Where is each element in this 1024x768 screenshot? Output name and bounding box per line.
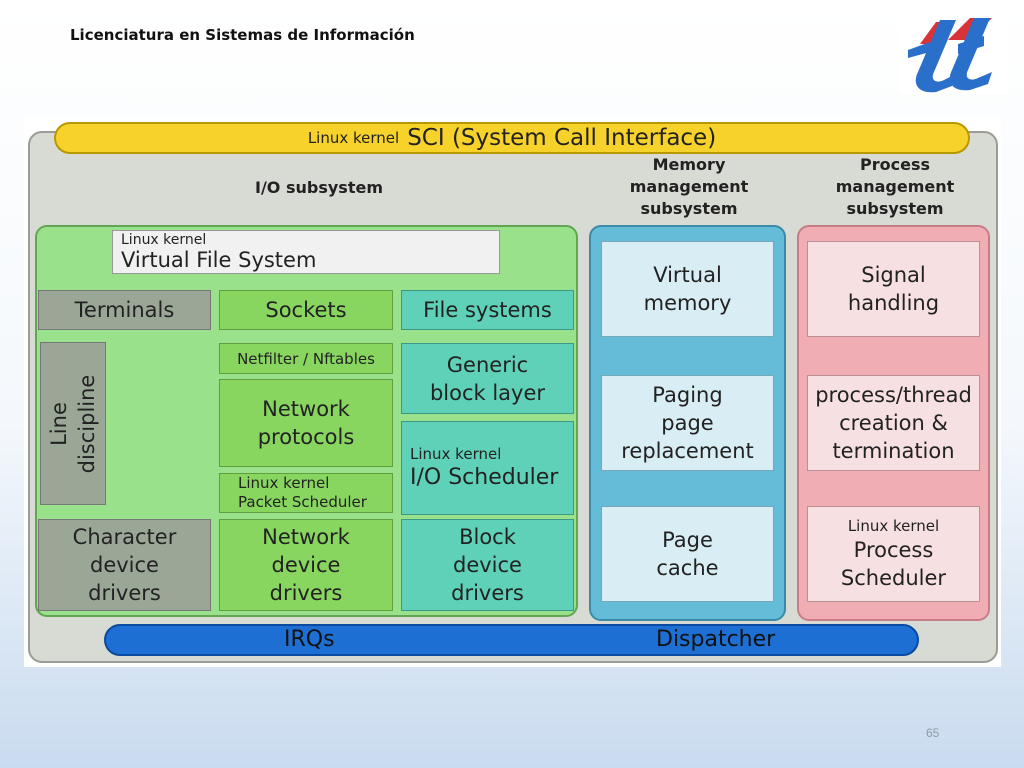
thread-creation-line: process/thread (815, 383, 972, 407)
block-drivers-box: Block device drivers (401, 519, 574, 611)
network-protocols-box: Network protocols (219, 379, 393, 467)
sockets-box: Sockets (219, 290, 393, 330)
irq-dispatcher-bar: IRQs Dispatcher (104, 624, 919, 656)
linux-kernel-diagram: Linux kernel SCI (System Call Interface)… (24, 117, 1001, 667)
page-cache-line: cache (656, 556, 719, 580)
page-number: 65 (926, 726, 940, 740)
line-discipline-label: Line discipline (45, 374, 101, 473)
signal-handling-box: Signal handling (807, 241, 980, 337)
thread-creation-line: creation & (839, 411, 948, 435)
io-scheduler-box: Linux kernel I/O Scheduler (401, 421, 574, 515)
io-heading: I/O subsystem (255, 178, 383, 197)
paging-box: Paging page replacement (601, 375, 774, 471)
page-cache-box: Page cache (601, 506, 774, 602)
packet-scheduler-line: Packet Scheduler (238, 493, 367, 511)
char-drivers-line: Character (72, 525, 177, 549)
memory-heading: Memory management subsystem (594, 154, 784, 220)
page-cache-line: Page (662, 528, 713, 552)
network-protocols-line: protocols (257, 425, 355, 449)
logo-graphic (908, 18, 992, 93)
process-scheduler-line: Scheduler (840, 566, 947, 590)
signal-handling-line: handling (847, 291, 940, 315)
network-protocols-line: Network (262, 397, 350, 421)
virtual-memory-line: memory (643, 291, 732, 315)
packet-scheduler-line: Linux kernel (238, 474, 330, 492)
sci-prefix: Linux kernel (307, 129, 400, 147)
signal-handling-line: Signal (861, 263, 926, 287)
sci-bar: Linux kernel SCI (System Call Interface) (54, 122, 970, 154)
block-drivers-line: drivers (451, 581, 524, 605)
process-scheduler-prefix: Linux kernel (847, 517, 940, 535)
process-scheduler-box: Linux kernel Process Scheduler (807, 506, 980, 602)
net-drivers-line: drivers (269, 581, 343, 605)
vfs-box: Linux kernel Virtual File System (112, 230, 500, 274)
process-heading: Process management subsystem (800, 154, 990, 220)
virtual-memory-box: Virtual memory (601, 241, 774, 337)
generic-block-layer-line: Generic (446, 352, 529, 377)
net-drivers-line: device (271, 553, 341, 577)
virtual-memory-line: Virtual (653, 263, 722, 287)
irqs-label: IRQs (284, 627, 335, 652)
vfs-prefix: Linux kernel (121, 232, 207, 248)
generic-block-layer-line: block layer (429, 380, 546, 405)
block-drivers-line: Block (459, 525, 516, 549)
process-scheduler-line: Process (853, 538, 934, 562)
net-drivers-box: Network device drivers (219, 519, 393, 611)
io-scheduler-prefix: Linux kernel (410, 445, 502, 463)
slide-title: Licenciatura en Sistemas de Información (70, 26, 415, 44)
paging-line: Paging (652, 383, 723, 407)
process-heading-line: management (835, 177, 955, 196)
char-drivers-line: device (90, 553, 159, 577)
university-logo (900, 14, 1008, 94)
line-discipline-line: Line (47, 401, 71, 446)
memory-heading-line: Memory (652, 155, 726, 174)
io-scheduler-label: I/O Scheduler (410, 465, 559, 490)
char-drivers-box: Character device drivers (38, 519, 211, 611)
process-heading-line: Process (860, 155, 930, 174)
char-drivers-line: drivers (88, 581, 161, 605)
thread-creation-line: termination (832, 439, 955, 463)
dispatcher-label: Dispatcher (656, 627, 776, 652)
paging-line: replacement (621, 439, 754, 463)
memory-heading-line: management (629, 177, 749, 196)
generic-block-layer-box: Generic block layer (401, 343, 574, 414)
line-discipline-box: Line discipline (40, 342, 106, 505)
vfs-label: Virtual File System (121, 248, 317, 272)
terminals-box: Terminals (38, 290, 211, 330)
line-discipline-line: discipline (75, 374, 99, 473)
packet-scheduler-box: Linux kernel Packet Scheduler (219, 473, 393, 513)
paging-line: page (661, 411, 714, 435)
block-drivers-line: device (453, 553, 522, 577)
process-heading-line: subsystem (846, 199, 944, 218)
thread-creation-box: process/thread creation & termination (807, 375, 980, 471)
sci-label: SCI (System Call Interface) (407, 125, 717, 151)
memory-heading-line: subsystem (640, 199, 738, 218)
netfilter-box: Netfilter / Nftables (219, 343, 393, 374)
net-drivers-line: Network (262, 525, 350, 549)
file-systems-box: File systems (401, 290, 574, 330)
